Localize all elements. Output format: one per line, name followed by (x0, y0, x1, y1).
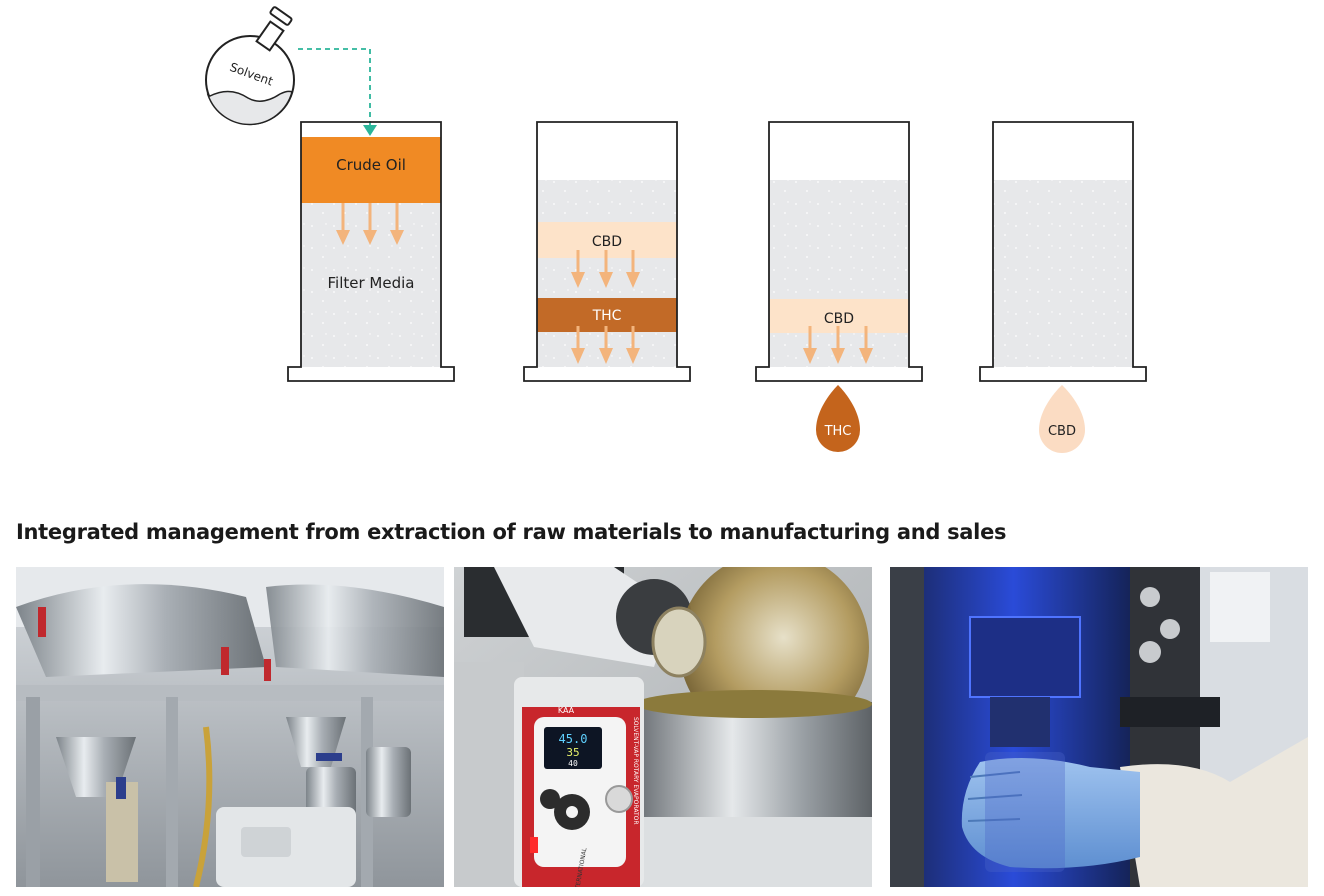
thc-label: THC (592, 308, 622, 324)
filter-media-label: Filter Media (328, 274, 415, 292)
display-line-2: 35 (566, 746, 579, 759)
display-line-3: 40 (568, 759, 578, 768)
solvent-flask-icon: Solvent (205, 6, 295, 126)
brand-label-top: KAA (558, 706, 575, 715)
evaporator-display (544, 727, 602, 769)
column-stage-1: Crude Oil Filter Media (287, 121, 455, 382)
crude-oil-label: Crude Oil (336, 156, 406, 174)
cbd-label: CBD (824, 311, 854, 327)
photo-extraction-equipment (16, 567, 444, 887)
column-stage-2: CBD THC (523, 121, 691, 382)
column-stage-4: CBD (979, 121, 1147, 453)
flow-arrows (571, 250, 640, 288)
solvent-flow-line (298, 48, 371, 128)
display-line-1: 45.0 (559, 732, 588, 746)
cbd-drop-label: CBD (1048, 424, 1076, 439)
section-heading: Integrated management from extraction of… (16, 520, 1007, 544)
cbd-drop-icon: CBD (1039, 385, 1085, 453)
flow-arrows (803, 326, 873, 364)
control-button-icon (540, 789, 560, 809)
thc-drop-icon: THC (816, 385, 860, 452)
flow-arrows (336, 203, 404, 245)
photo-rotary-evaporator: KAA 45.0 35 40 SOLVENT-VAP ROTARY EVAPOR… (454, 567, 872, 887)
flow-arrows (571, 326, 640, 364)
solvent-flow-arrowhead (363, 125, 377, 136)
cbd-label: CBD (592, 234, 622, 250)
side-label: SOLVENT-VAP ROTARY EVAPORATOR (632, 717, 639, 825)
thc-drop-label: THC (824, 424, 852, 439)
photo-lab-analysis (890, 567, 1308, 887)
control-knob-icon (605, 785, 633, 813)
column-stage-3: CBD THC (755, 121, 923, 452)
chromatography-diagram: Solvent Crude Oil Filter Media CBD THC (205, 6, 1147, 453)
crude-oil-band (301, 137, 441, 203)
